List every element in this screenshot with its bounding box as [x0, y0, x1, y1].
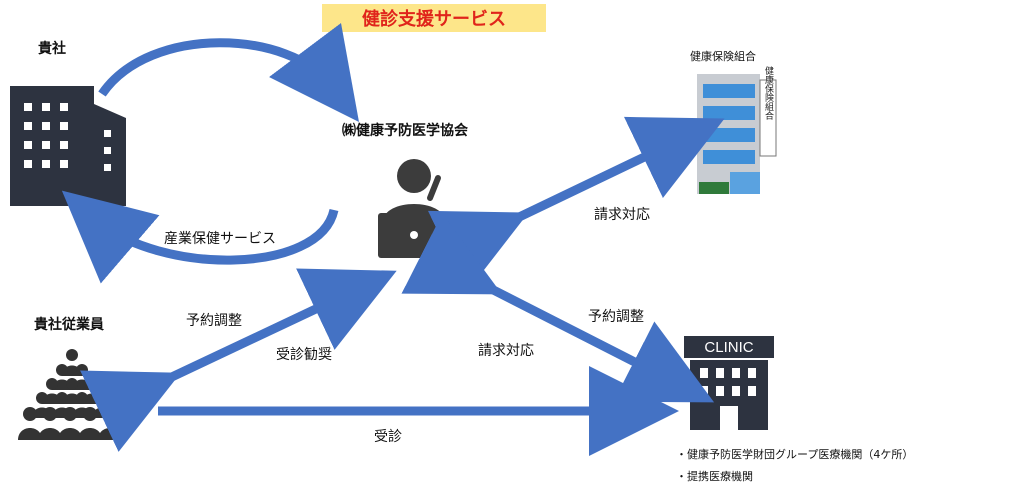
- yoyaku-left-label: 予約調整: [186, 313, 242, 329]
- jushin-kansho-label: 受診勧奨: [276, 347, 332, 363]
- association-label: ㈱健康予防医学協会: [342, 123, 468, 139]
- yoyaku-right-label: 予約調整: [588, 309, 644, 325]
- curved-arrow-bottom: [61, 190, 339, 284]
- clinic-note-1: ・健康予防医学財団グループ医療機関（4ケ所）: [676, 448, 914, 461]
- arrow-association-clinic: [401, 213, 715, 403]
- person-laptop-icon: [378, 159, 450, 258]
- arrow-association-employees: [80, 268, 397, 452]
- company-label: 貴社: [38, 41, 66, 57]
- company-building-icon: [10, 86, 126, 206]
- curved-arrow-top: [98, 22, 360, 122]
- clinic-building-icon: CLINIC: [684, 336, 774, 430]
- employees-label: 貴社従業員: [34, 317, 104, 333]
- sangyo-label: 産業保健サービス: [164, 231, 276, 247]
- seikyu-center-label: 請求対応: [478, 343, 534, 359]
- jushin-label: 受診: [374, 429, 402, 445]
- insurance-label: 健康保険組合: [690, 50, 756, 63]
- clinic-sign: CLINIC: [704, 339, 753, 356]
- employees-group-icon: [18, 349, 122, 440]
- clinic-note-2: ・提携医療機関: [676, 470, 753, 483]
- arrow-insurance-association: [427, 116, 725, 293]
- diagram-title: 健診支援サービス: [322, 4, 546, 32]
- insurance-vertical-sign: 健康保険組合: [763, 65, 774, 121]
- seikyu-insurance-label: 請求対応: [594, 207, 650, 223]
